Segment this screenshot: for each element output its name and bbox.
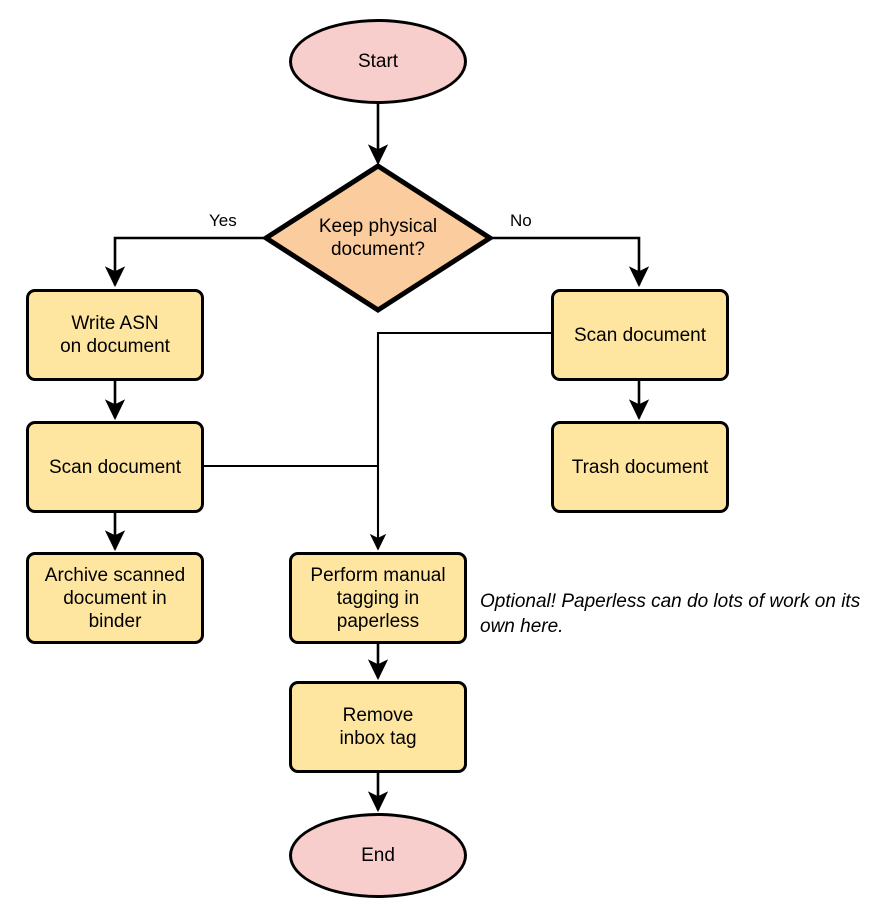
node-scan-document-left[interactable]: Scan document: [26, 421, 204, 513]
node-keep-physical-document-label: Keep physical document?: [318, 216, 438, 260]
edge-label-no: No: [510, 211, 532, 230]
diamond-shape: [263, 163, 493, 313]
node-trash-document[interactable]: Trash document: [551, 421, 729, 513]
edge-decision-no-to-scan-right: [491, 236, 650, 288]
node-write-asn-label: Write ASN on document: [60, 313, 170, 357]
node-start-label: Start: [357, 51, 399, 72]
edge-decision-yes-to-write-asn: [104, 236, 265, 288]
node-end[interactable]: End: [289, 813, 467, 898]
node-remove-inbox-tag[interactable]: Remove inbox tag: [289, 681, 467, 773]
node-remove-inbox-tag-label: Remove inbox tag: [339, 705, 417, 749]
node-scan-document-right[interactable]: Scan document: [551, 289, 729, 381]
node-end-label: End: [361, 845, 395, 866]
node-start[interactable]: Start: [289, 19, 467, 104]
node-trash-document-label: Trash document: [571, 456, 709, 478]
node-keep-physical-document[interactable]: Keep physical document?: [263, 163, 493, 313]
node-scan-document-left-label: Scan document: [48, 456, 182, 478]
node-write-asn[interactable]: Write ASN on document: [26, 289, 204, 381]
annotation-optional-note: Optional! Paperless can do lots of work …: [480, 591, 861, 637]
edge-scan-right-to-manual-tagging: [369, 331, 551, 551]
node-archive-binder[interactable]: Archive scanned document in binder: [26, 552, 204, 644]
node-scan-document-right-label: Scan document: [573, 324, 707, 346]
node-manual-tagging[interactable]: Perform manual tagging in paperless: [289, 552, 467, 644]
node-archive-binder-label: Archive scanned document in binder: [44, 564, 186, 632]
node-manual-tagging-label: Perform manual tagging in paperless: [310, 564, 446, 632]
edge-label-yes: Yes: [209, 211, 237, 230]
